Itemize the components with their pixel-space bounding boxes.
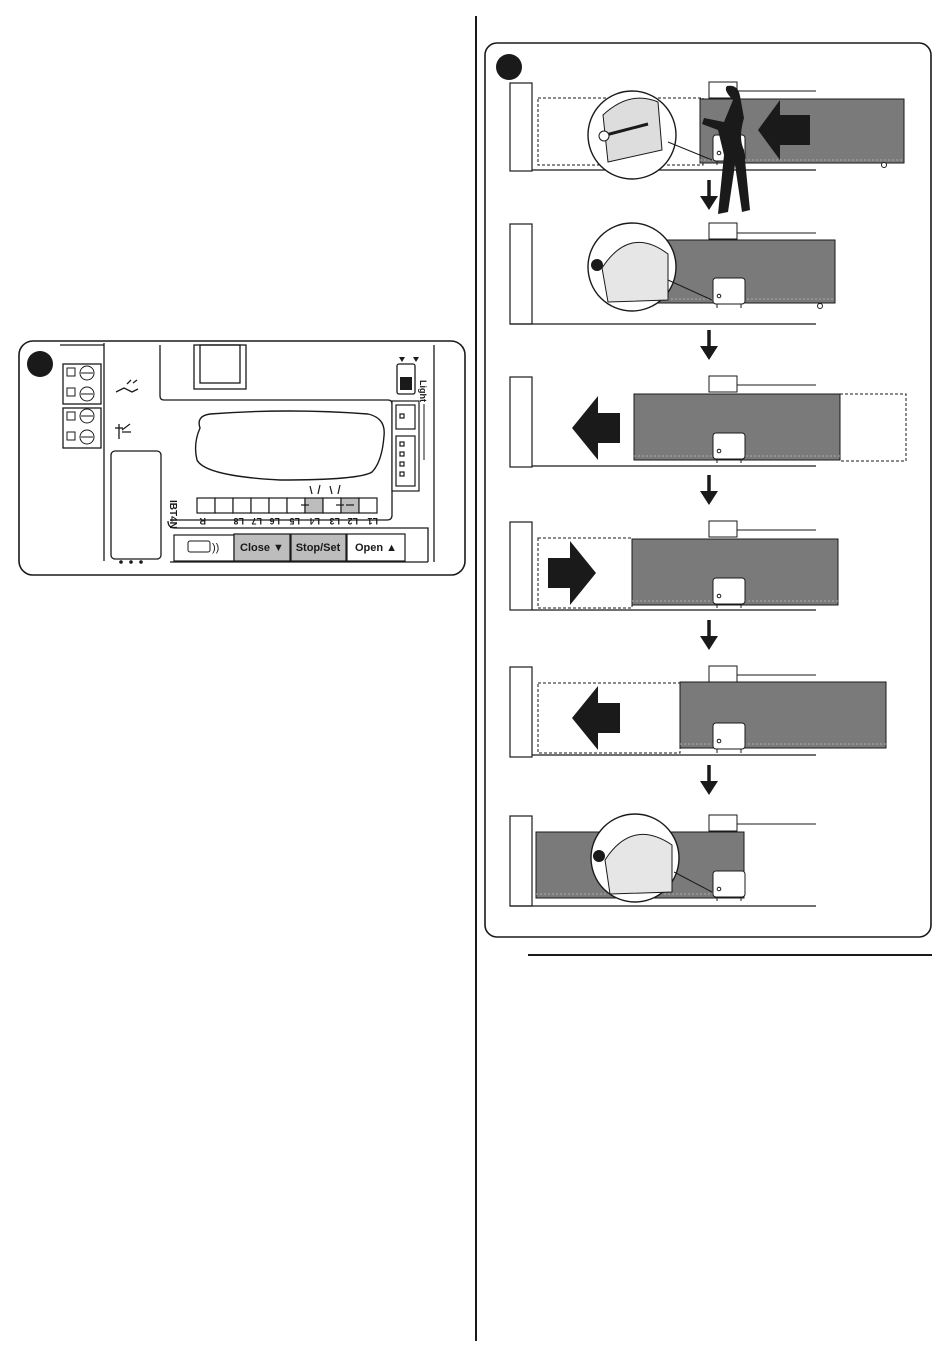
- stop-set-button-label: Stop/Set: [296, 542, 341, 554]
- led-label-l8: L8: [233, 516, 244, 526]
- led-label-l4: L4: [309, 516, 320, 526]
- close-button-label: Close ▼: [240, 542, 284, 554]
- section-rule: [528, 954, 932, 956]
- led-label-l6: L6: [269, 516, 280, 526]
- figure-badge: [496, 54, 522, 80]
- terminal-block-bottom: [63, 408, 101, 448]
- light-connector: [392, 401, 419, 491]
- led-label-l7: L7: [251, 516, 262, 526]
- radio-waves-icon: )): [212, 542, 219, 554]
- gate-sequence-figure: [480, 30, 950, 950]
- terminal-block-top: [63, 364, 101, 404]
- led-label-l1: L1: [367, 516, 378, 526]
- led-label-l3: L3: [329, 516, 340, 526]
- module-label: IBT4N: [167, 500, 178, 529]
- radio-button[interactable]: [174, 535, 234, 561]
- control-board-figure: IBT4N R L8 L7 L6 L5 L4 L3 L2 L1 Light: [0, 0, 475, 600]
- switch-label: Light: [418, 380, 428, 402]
- figure-badge: [27, 351, 53, 377]
- gate-leaf: [680, 682, 886, 748]
- column-divider: [475, 16, 477, 1341]
- open-button-label: Open ▲: [355, 542, 397, 554]
- radio-receiver-module: [111, 451, 161, 559]
- led-label-r: R: [199, 516, 206, 526]
- led-label-l2: L2: [347, 516, 358, 526]
- led-label-l5: L5: [289, 516, 300, 526]
- display-window: [196, 411, 385, 480]
